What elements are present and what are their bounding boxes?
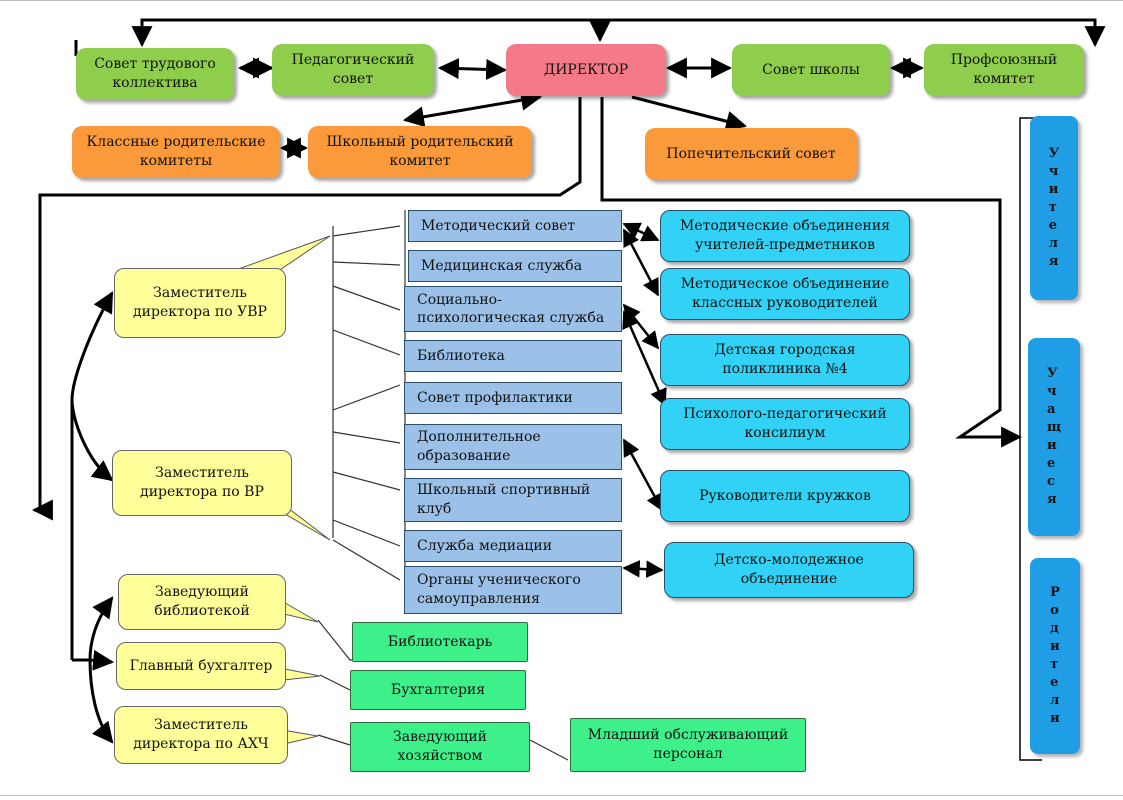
top-border — [0, 0, 1123, 1]
service-student-government: Органы ученического самоуправления — [404, 566, 622, 614]
junior-staff-box: Младший обслуживающий персонал — [570, 718, 806, 772]
deputy-uvr-label: Заместитель директора по УВР — [133, 285, 267, 320]
service-additional-education: Дополнительное образование — [404, 424, 622, 470]
service-mediation: Служба медиации — [404, 530, 622, 562]
trade-union-box: Профсоюзный комитет — [924, 44, 1084, 96]
deputy-vr-box: Заместитель директора по ВР — [112, 450, 292, 516]
service-label: Школьный спортивный клуб — [417, 482, 591, 517]
service-label: Библиотека — [417, 347, 505, 364]
pedagogical-council-label: Педагогический совет — [291, 52, 415, 87]
library-head-box: Заведующий библиотекой — [118, 574, 286, 630]
association-label: Детская городская поликлиника №4 — [714, 342, 856, 377]
assoc-subject-teachers: Методические объединения учителей-предме… — [660, 210, 910, 262]
service-library: Библиотека — [404, 340, 622, 372]
school-parent-committee-box: Школьный родительский комитет — [308, 126, 532, 178]
assoc-club-leaders: Руководители кружков — [660, 470, 910, 522]
trade-union-label: Профсоюзный комитет — [950, 52, 1058, 87]
director-box: ДИРЕКТОР — [506, 44, 666, 96]
junior-staff-label: Младший обслуживающий персонал — [587, 727, 789, 762]
labor-council-label: Совет трудового коллектива — [94, 56, 216, 91]
housekeeping-head-box: Заведующий хозяйством — [350, 722, 530, 772]
association-label: Детско-молодежное объединение — [714, 552, 864, 587]
service-label: Органы ученического самоуправления — [417, 572, 581, 607]
bottom-border — [0, 795, 1123, 796]
service-label: Социально-психологическая служба — [417, 292, 605, 326]
association-label: Руководители кружков — [699, 487, 871, 504]
school-council-label: Совет школы — [762, 61, 860, 78]
association-label: Методическое объединение классных руково… — [680, 276, 890, 311]
association-label: Психолого-педагогический консилиум — [683, 406, 887, 441]
housekeeping-head-label: Заведующий хозяйством — [393, 729, 487, 764]
library-head-label: Заведующий библиотекой — [154, 584, 250, 619]
chief-accountant-label: Главный бухгалтер — [129, 657, 273, 674]
assoc-consilium: Психолого-педагогический консилиум — [660, 398, 910, 450]
service-label: Дополнительное образование — [417, 429, 541, 464]
service-methodical-council: Методический совет — [408, 210, 622, 242]
director-label: ДИРЕКТОР — [543, 61, 629, 78]
class-parent-committees-label: Классные родительские комитеты — [86, 134, 266, 169]
service-label: Служба медиации — [417, 537, 553, 554]
service-medical: Медицинская служба — [408, 250, 622, 282]
class-parent-committees-box: Классные родительские комитеты — [72, 126, 280, 178]
board-of-trustees-label: Попечительский совет — [666, 145, 836, 162]
service-label: Совет профилактики — [417, 389, 573, 406]
service-label: Методический совет — [421, 217, 576, 234]
deputy-ahch-box: Заместитель директора по АХЧ — [114, 706, 288, 764]
service-sports-club: Школьный спортивный клуб — [404, 478, 622, 522]
deputy-uvr-box: Заместитель директора по УВР — [114, 268, 286, 338]
deputy-ahch-label: Заместитель директора по АХЧ — [133, 717, 269, 752]
assoc-youth-association: Детско-молодежное объединение — [664, 542, 914, 598]
librarian-box: Библиотекарь — [352, 622, 528, 662]
labor-council-box: Совет трудового коллектива — [76, 48, 234, 100]
service-social-psych: Социально-психологическая служба — [404, 286, 622, 332]
assoc-polyclinic: Детская городская поликлиника №4 — [660, 334, 910, 386]
assoc-class-teachers: Методическое объединение классных руково… — [660, 268, 910, 320]
board-of-trustees-box: Попечительский совет — [645, 128, 857, 180]
accounting-box: Бухгалтерия — [350, 670, 526, 710]
chief-accountant-box: Главный бухгалтер — [116, 642, 286, 690]
librarian-label: Библиотекарь — [387, 633, 493, 650]
service-label: Медицинская служба — [421, 257, 583, 274]
deputy-vr-label: Заместитель директора по ВР — [140, 465, 264, 500]
pedagogical-council-box: Педагогический совет — [272, 44, 434, 96]
school-council-box: Совет школы — [732, 44, 890, 96]
school-parent-committee-label: Школьный родительский комитет — [326, 134, 514, 169]
accounting-label: Бухгалтерия — [390, 681, 486, 698]
association-label: Методические объединения учителей-предме… — [679, 218, 891, 253]
service-prevention-council: Совет профилактики — [404, 382, 622, 414]
